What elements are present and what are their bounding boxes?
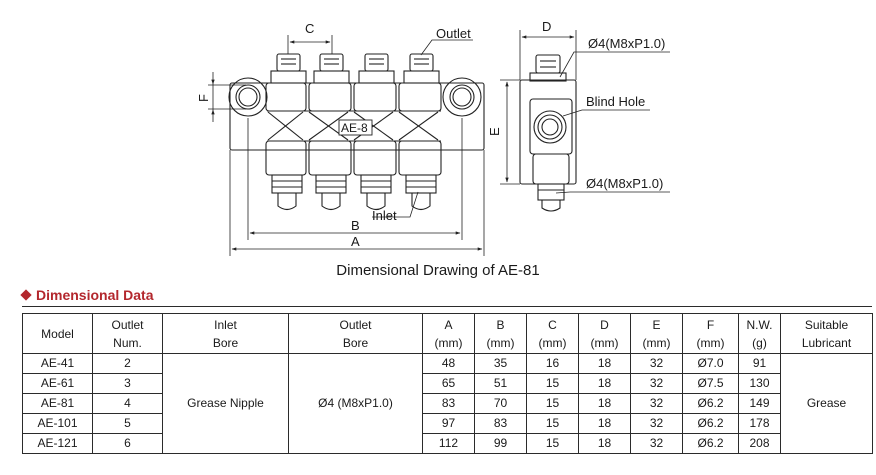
cell-outlet-bore: Ø4 (M8xP1.0)	[288, 353, 423, 454]
cell-a: 65	[422, 373, 475, 394]
cell-b: 70	[474, 393, 527, 414]
cell-a: 83	[422, 393, 475, 414]
blind-hole	[533, 110, 567, 144]
cell-model: AE-101	[22, 413, 93, 434]
cell-f: Ø6.2	[682, 413, 739, 434]
cell-c: 15	[526, 373, 579, 394]
label-blind-hole: Blind Hole	[586, 94, 645, 109]
cell-outlets: 4	[92, 393, 163, 414]
cell-e: 32	[630, 393, 683, 414]
label-thread-top: Ø4(M8xP1.0)	[588, 36, 665, 51]
cell-a: 48	[422, 353, 475, 374]
cell-nw: 178	[738, 413, 781, 434]
header-d: D(mm)	[578, 313, 631, 354]
cell-b: 99	[474, 433, 527, 454]
model-tag-label: AE-8	[341, 121, 368, 135]
header-b: B(mm)	[474, 313, 527, 354]
cell-e: 32	[630, 353, 683, 374]
cell-b: 83	[474, 413, 527, 434]
inlet-nipple	[265, 140, 307, 211]
side-view-body	[519, 79, 577, 185]
header-a: A(mm)	[422, 313, 475, 354]
cell-a: 97	[422, 413, 475, 434]
label-e: E	[487, 127, 502, 136]
cell-outlets: 5	[92, 413, 163, 434]
cell-e: 32	[630, 373, 683, 394]
table-row: AE-101 5 97 83 15 18 32 Ø6.2 178	[22, 413, 873, 434]
cell-inlet-bore: Grease Nipple	[162, 353, 289, 454]
cell-b: 51	[474, 373, 527, 394]
cell-nw: 149	[738, 393, 781, 414]
cell-b: 35	[474, 353, 527, 374]
cell-c: 15	[526, 393, 579, 414]
inlet-nipple	[308, 140, 352, 211]
cell-outlets: 6	[92, 433, 163, 454]
section-title: Dimensional Data	[20, 287, 154, 303]
cell-outlets: 2	[92, 353, 163, 374]
cell-d: 18	[578, 433, 631, 454]
label-outlet: Outlet	[436, 26, 471, 41]
cell-c: 15	[526, 433, 579, 454]
left-mounting-ear	[228, 77, 268, 117]
label-thread-bottom: Ø4(M8xP1.0)	[586, 176, 663, 191]
cell-nw: 208	[738, 433, 781, 454]
label-a: A	[351, 234, 360, 249]
cell-f: Ø7.5	[682, 373, 739, 394]
label-inlet: Inlet	[372, 208, 397, 223]
cell-c: 16	[526, 353, 579, 374]
cell-lubricant: Grease	[780, 353, 873, 454]
cell-e: 32	[630, 433, 683, 454]
right-mounting-ear	[442, 77, 482, 117]
header-f: F(mm)	[682, 313, 739, 354]
cell-model: AE-41	[22, 353, 93, 374]
outlet-fitting	[265, 53, 307, 112]
inlet-nipple	[398, 140, 442, 211]
cell-d: 18	[578, 393, 631, 414]
cell-d: 18	[578, 413, 631, 434]
diamond-bullet-icon	[20, 289, 32, 301]
header-model: Model	[22, 313, 93, 354]
label-c: C	[305, 21, 314, 36]
cell-model: AE-121	[22, 433, 93, 454]
label-b: B	[351, 218, 360, 233]
cell-a: 112	[422, 433, 475, 454]
header-e: E(mm)	[630, 313, 683, 354]
outlet-fitting	[353, 53, 397, 112]
cell-c: 15	[526, 413, 579, 434]
label-f: F	[196, 94, 211, 102]
label-d: D	[542, 19, 551, 34]
outlet-fitting	[308, 53, 352, 112]
cell-f: Ø6.2	[682, 393, 739, 414]
table-row: AE-41 2 Grease Nipple Ø4 (M8xP1.0) 48 35…	[22, 353, 873, 454]
cell-model: AE-81	[22, 393, 93, 414]
dimensional-drawing: AE-8 C Outlet D Ø4(M8xP1.0) F Blind Hole…	[196, 19, 670, 256]
cell-d: 18	[578, 373, 631, 394]
header-nw: N.W.(g)	[738, 313, 781, 354]
drawing-caption: Dimensional Drawing of AE-81	[336, 262, 540, 279]
table-row: AE-121 6 112 99 15 18 32 Ø6.2 208	[22, 433, 873, 454]
cell-d: 18	[578, 353, 631, 374]
cell-e: 32	[630, 413, 683, 434]
header-c: C(mm)	[526, 313, 579, 354]
outlet-fitting	[398, 53, 442, 112]
cell-f: Ø7.0	[682, 353, 739, 374]
table-row: AE-81 4 83 70 15 18 32 Ø6.2 149	[22, 393, 873, 414]
cell-outlets: 3	[92, 373, 163, 394]
cell-nw: 91	[738, 353, 781, 374]
section-title-text: Dimensional Data	[36, 287, 154, 303]
inlet-nipple	[353, 140, 397, 211]
cell-nw: 130	[738, 373, 781, 394]
section-divider	[22, 306, 872, 307]
cell-f: Ø6.2	[682, 433, 739, 454]
cell-model: AE-61	[22, 373, 93, 394]
table-row: AE-61 3 65 51 15 18 32 Ø7.5 130	[22, 373, 873, 394]
